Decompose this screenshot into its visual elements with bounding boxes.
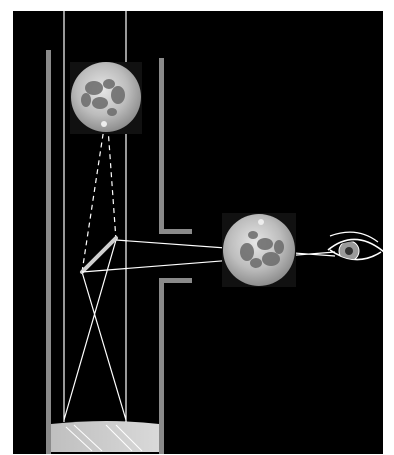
- moon-icon: [70, 62, 142, 134]
- primary-mirror: [51, 421, 159, 452]
- background-panel: [12, 10, 384, 455]
- tube-right-wall-lower: [159, 278, 164, 455]
- tube-right-wall-upper: [159, 58, 164, 234]
- tube-left-wall: [46, 50, 51, 455]
- primary-mirror-body: [51, 421, 159, 452]
- moon-crater: [101, 121, 107, 127]
- eye-pupil: [345, 247, 353, 255]
- moon-image-crater: [258, 219, 264, 225]
- eyepiece-port-top: [159, 229, 192, 234]
- moon-icon: [222, 213, 296, 287]
- moon-image-disc: [223, 214, 295, 286]
